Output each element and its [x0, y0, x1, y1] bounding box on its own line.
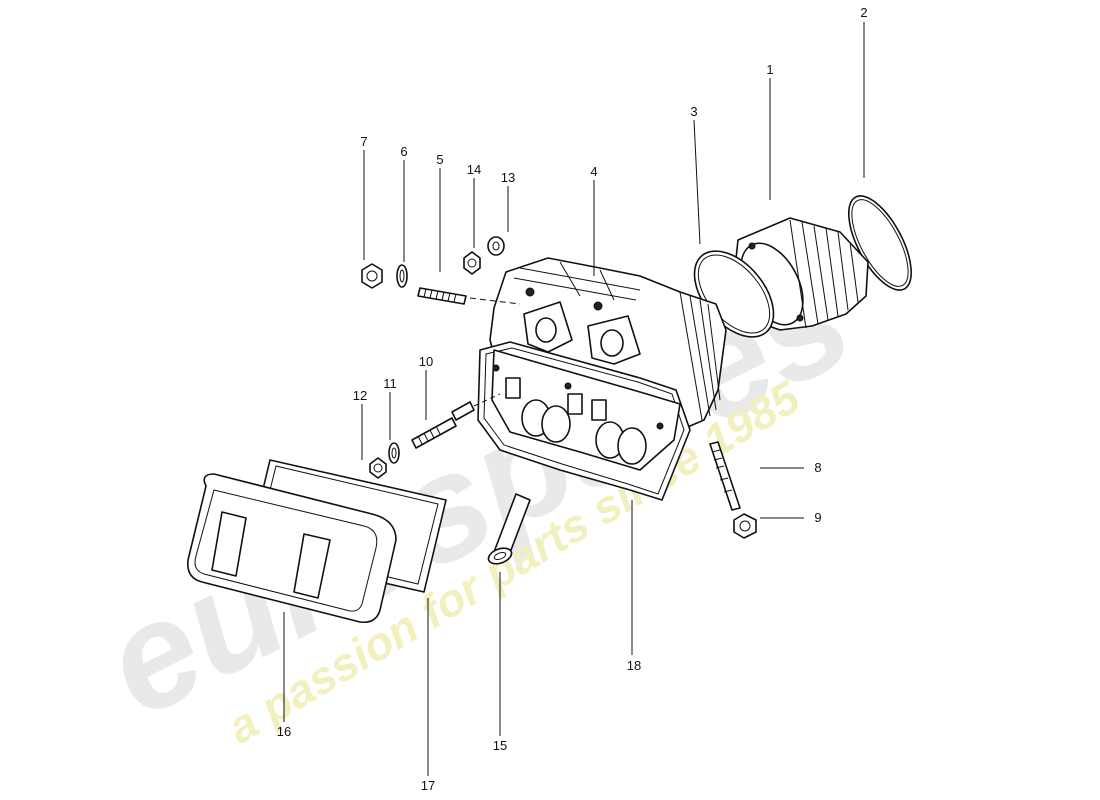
callout-6: 6 [400, 144, 407, 159]
callout-13: 13 [501, 170, 515, 185]
callout-4: 4 [590, 164, 597, 179]
part-6-spring-washer [396, 264, 408, 288]
part-16-valve-cover [186, 473, 397, 624]
part-4-valve-area [491, 349, 681, 471]
part-13-washer [487, 236, 505, 256]
part-8-stud [709, 441, 741, 511]
callout-15: 15 [493, 738, 507, 753]
callout-labels: 1 2 3 4 5 6 7 8 9 10 11 12 13 14 15 16 1… [277, 5, 868, 793]
callout-10: 10 [419, 354, 433, 369]
part-5-stud [417, 287, 521, 305]
callout-18: 18 [627, 658, 641, 673]
part-15-pushrod-tube [487, 493, 531, 565]
leader-lines [283, 22, 865, 776]
part-10-stud [411, 393, 501, 449]
callout-14: 14 [467, 162, 481, 177]
part-9-nut [733, 513, 757, 539]
callout-12: 12 [353, 388, 367, 403]
callout-5: 5 [436, 152, 443, 167]
callout-7: 7 [360, 134, 367, 149]
callout-3: 3 [690, 104, 697, 119]
part-7-nut [361, 263, 383, 289]
callout-9: 9 [814, 510, 821, 525]
part-12-nut [369, 457, 387, 479]
callout-2: 2 [860, 5, 867, 20]
callout-8: 8 [814, 460, 821, 475]
callout-17: 17 [421, 778, 435, 793]
callout-11: 11 [383, 376, 397, 391]
part-11-spring-washer [388, 442, 400, 464]
callout-16: 16 [277, 724, 291, 739]
callout-1: 1 [766, 62, 773, 77]
part-14-nut [463, 251, 481, 275]
